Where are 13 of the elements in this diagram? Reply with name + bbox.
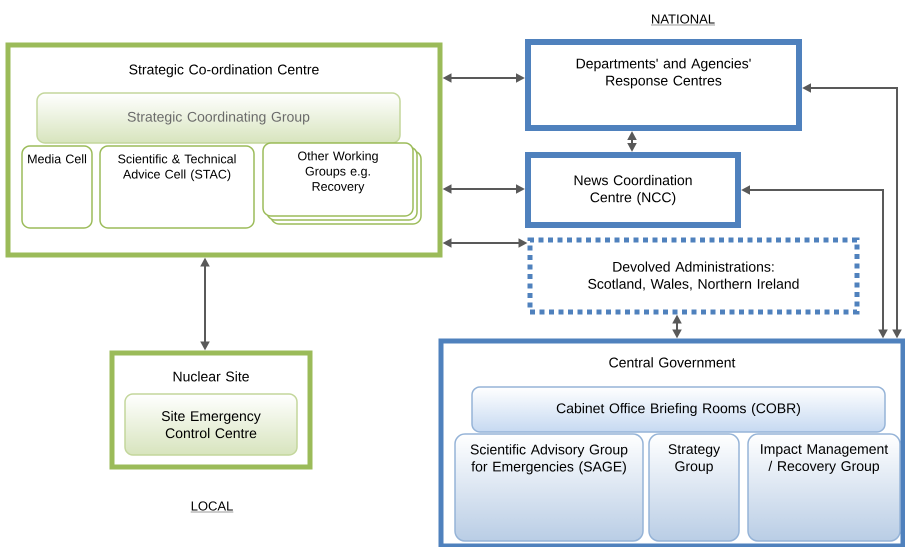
process-box: Departments' and Agencies' Response Centres — [525, 39, 802, 131]
stacked-box: Other Working Groups e.g. Recovery — [262, 142, 422, 225]
rounded-box: Media Cell — [21, 145, 93, 229]
dotted-box: Devolved Administrations: Scotland, Wales, Northern Ireland — [528, 238, 860, 314]
rounded-box: Strategy Group — [648, 433, 740, 542]
rounded-box: Scientific Advisory Group for Emergencies (SAGE) — [454, 433, 644, 542]
rounded-box: Strategic Coordinating Group — [36, 92, 401, 144]
section-heading: LOCAL — [190, 501, 234, 512]
process-box: News Coordination Centre (NCC) — [525, 152, 741, 228]
rounded-box: Impact Management / Recovery Group — [747, 433, 901, 542]
rounded-box: Site Emergency Control Centre — [124, 393, 298, 456]
section-heading: NATIONAL — [650, 14, 716, 26]
rounded-box: Scientific & Technical Advice Cell (STAC) — [99, 145, 255, 229]
